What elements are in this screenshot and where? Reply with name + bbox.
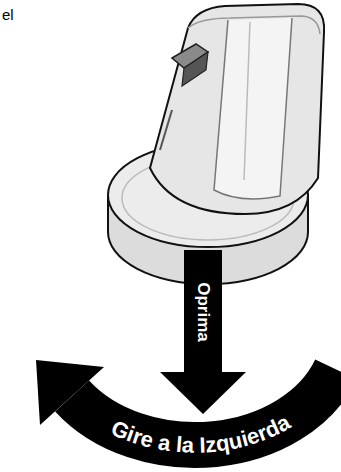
- knob-grip: [150, 4, 324, 214]
- turn-text: Gire a la Izquierda: [108, 409, 296, 458]
- grip-face: [214, 18, 292, 199]
- turn-arrowhead: [36, 360, 104, 425]
- cut-off-label: el: [2, 6, 14, 23]
- turn-instruction: Gire a la Izquierda: [108, 409, 296, 458]
- pointer-mark-side: [182, 52, 208, 86]
- push-arrow: [160, 250, 246, 414]
- grip-edge-line: [160, 110, 172, 150]
- push-instruction: Oprima: [193, 282, 213, 342]
- grip-shade: [244, 22, 250, 180]
